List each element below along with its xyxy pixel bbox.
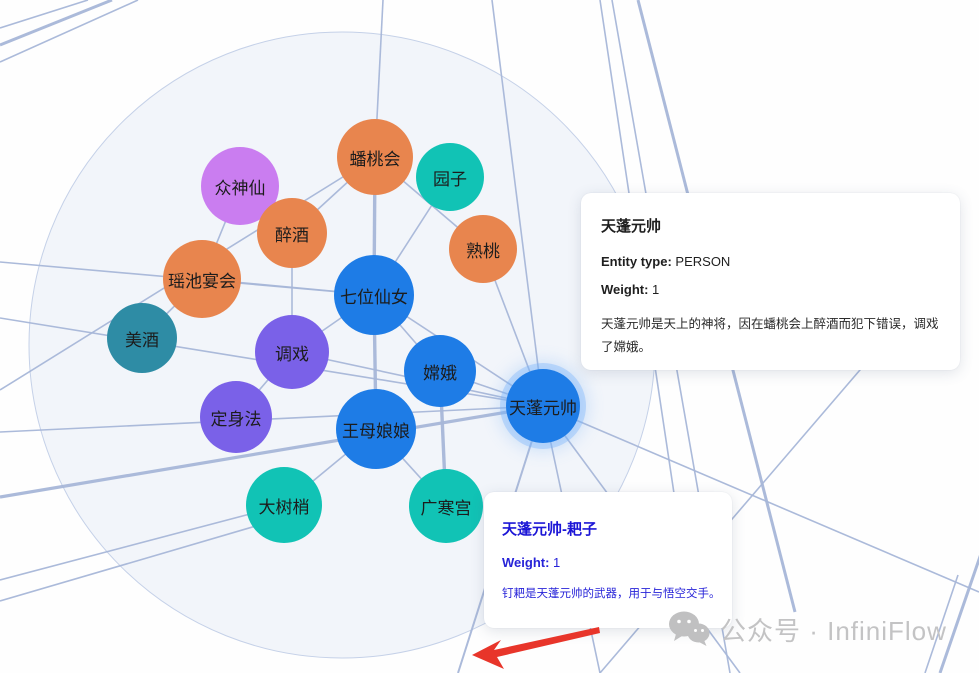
graph-node-zuijiu[interactable]: 醉酒 <box>257 198 327 268</box>
wechat-icon <box>669 611 710 646</box>
relation-weight-value: 1 <box>553 555 561 570</box>
graph-node-qiweixiannv[interactable]: 七位仙女 <box>334 255 414 335</box>
entity-weight-row: Weight: 1 <box>601 282 940 297</box>
relation-weight-row: Weight: 1 <box>502 555 714 570</box>
graph-edge <box>0 515 291 602</box>
relation-description: 钉耙是天蓬元帅的武器，用于与悟空交手。 <box>502 588 721 600</box>
graph-node-guanghangong[interactable]: 广寒宫 <box>409 469 483 543</box>
graph-node-dashushao[interactable]: 大树梢 <box>246 467 322 543</box>
graph-node-tianpengyuanshuai[interactable]: 天蓬元帅 <box>506 369 580 443</box>
graph-node-tiaoxi[interactable]: 调戏 <box>255 315 329 389</box>
graph-edge <box>0 504 285 581</box>
entity-type-value: PERSON <box>675 254 731 269</box>
graph-node-yuanzi[interactable]: 园子 <box>416 143 484 211</box>
entity-tooltip: 天蓬元帅 Entity type: PERSON Weight: 1 天蓬元帅是… <box>581 193 960 370</box>
graph-node-wangmuniangniang[interactable]: 王母娘娘 <box>336 389 416 469</box>
graph-node-dingshenfa[interactable]: 定身法 <box>200 381 272 453</box>
relation-tooltip: 天蓬元帅-耙子 Weight: 1 钉耙是天蓬元帅的武器，用于与悟空交手。 <box>484 492 732 628</box>
relation-weight-label: Weight: <box>502 555 550 570</box>
graph-node-meijiu[interactable]: 美酒 <box>107 303 177 373</box>
entity-description: 天蓬元帅是天上的神将，因在蟠桃会上醉酒而犯下错误，调戏了嫦娥。 <box>601 317 939 354</box>
graph-edge <box>0 404 544 499</box>
entity-tooltip-title: 天蓬元帅 <box>601 218 662 235</box>
graph-edge <box>491 0 544 407</box>
graph-edge <box>924 574 959 673</box>
graph-node-yaochiyanhui[interactable]: 瑶池宴会 <box>163 240 241 318</box>
graph-edge <box>0 0 89 29</box>
entity-weight-value: 1 <box>652 282 660 297</box>
relation-tooltip-title: 天蓬元帅-耙子 <box>502 521 597 538</box>
graph-edge <box>542 405 979 593</box>
graph-edge <box>0 0 113 47</box>
graph-edge <box>0 0 139 63</box>
graph-edge <box>938 554 979 673</box>
graph-node-shutao[interactable]: 熟桃 <box>449 215 517 283</box>
entity-weight-label: Weight: <box>601 282 649 297</box>
graph-node-change_e[interactable]: 嫦娥 <box>404 335 476 407</box>
watermark-text: 公众号 · InfiniFlow <box>720 615 947 646</box>
entity-type-row: Entity type: PERSON <box>601 254 940 269</box>
watermark: 公众号 · InfiniFlow <box>668 610 947 648</box>
entity-type-label: Entity type: <box>601 254 672 269</box>
graph-node-pantaohui[interactable]: 蟠桃会 <box>337 119 413 195</box>
